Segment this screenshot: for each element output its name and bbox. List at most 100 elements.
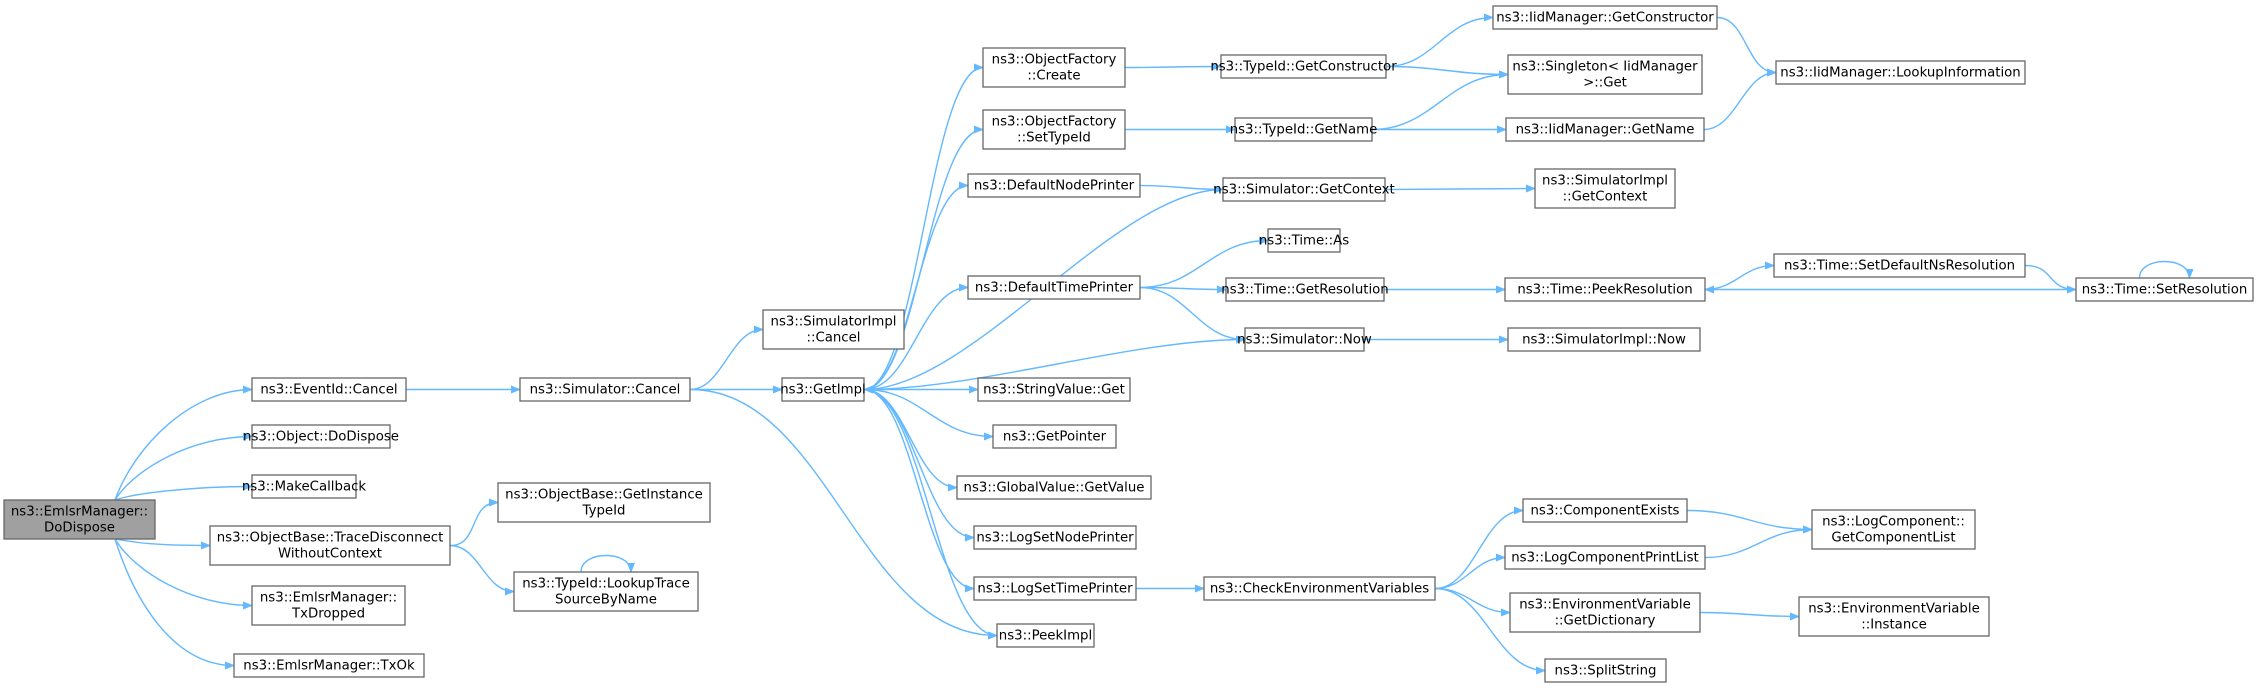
node-label: ns3::LogComponent::: [1822, 515, 1965, 530]
node-box[interactable]: [781, 377, 865, 402]
node-sim_cancel[interactable]: ns3::Simulator::Cancel: [519, 377, 691, 402]
edge-sim_cancel-to-peekimpl: [689, 388, 998, 640]
node-of_settypeid[interactable]: ns3::ObjectFactory::SetTypeId: [982, 109, 1126, 150]
node-box[interactable]: [973, 525, 1137, 550]
node-txok[interactable]: ns3::EmlsrManager::TxOk: [233, 653, 425, 678]
node-object_dodispose[interactable]: ns3::Object::DoDispose: [243, 424, 399, 449]
node-box[interactable]: [1504, 277, 1706, 302]
node-box[interactable]: [1220, 54, 1387, 79]
node-getimpl[interactable]: ns3::GetImpl: [780, 377, 866, 402]
edge-lookuptrace-to-lookuptrace: [580, 554, 635, 573]
node-iid_getconstructor[interactable]: ns3::IidManager::GetConstructor: [1492, 5, 1718, 30]
node-sim_getcontext[interactable]: ns3::Simulator::GetContext: [1213, 177, 1395, 202]
node-box[interactable]: [982, 109, 1126, 150]
node-txdropped[interactable]: ns3::EmlsrManager::TxDropped: [251, 585, 406, 626]
node-box[interactable]: [1534, 168, 1676, 209]
node-singleton_get[interactable]: ns3::Singleton< IidManager>::Get: [1507, 54, 1703, 95]
node-iid_lookupinformation[interactable]: ns3::IidManager::LookupInformation: [1775, 60, 2026, 85]
node-box[interactable]: [996, 623, 1095, 648]
node-time_getresolution[interactable]: ns3::Time::GetResolution: [1221, 277, 1389, 302]
node-box[interactable]: [1492, 5, 1718, 30]
node-box[interactable]: [1798, 596, 1990, 637]
node-box[interactable]: [967, 173, 1141, 198]
node-box[interactable]: [762, 309, 905, 350]
node-label: ::GetContext: [1563, 190, 1648, 205]
node-label: ns3::Time::As: [1259, 234, 1349, 249]
node-typeid_getname[interactable]: ns3::TypeId::GetName: [1230, 117, 1378, 142]
node-tracedisconnect[interactable]: ns3::ObjectBase::TraceDisconnectWithoutC…: [209, 525, 451, 566]
edge-defaulttimeprinter-to-time_getresolution: [1139, 285, 1227, 294]
node-time_setdefaultnsresolution[interactable]: ns3::Time::SetDefaultNsResolution: [1773, 253, 2026, 278]
node-stringvalue_get[interactable]: ns3::StringValue::Get: [977, 377, 1131, 402]
node-box[interactable]: [1509, 592, 1701, 633]
node-box[interactable]: [982, 47, 1126, 88]
edge-time_peekresolution-to-time_setdefaultnsresolution: [1704, 261, 1775, 291]
node-envvar_instance[interactable]: ns3::EnvironmentVariable::Instance: [1798, 596, 1990, 637]
node-box[interactable]: [209, 525, 451, 566]
node-envvar_getdictionary[interactable]: ns3::EnvironmentVariable::GetDictionary: [1509, 592, 1701, 633]
node-label: ns3::PeekImpl: [999, 629, 1092, 644]
node-box[interactable]: [1522, 498, 1688, 523]
node-box[interactable]: [251, 377, 407, 402]
node-getpointer[interactable]: ns3::GetPointer: [992, 424, 1117, 449]
node-box[interactable]: [251, 585, 406, 626]
node-time_setresolution[interactable]: ns3::Time::SetResolution: [2075, 277, 2254, 302]
node-box[interactable]: [1505, 117, 1705, 142]
node-makecallback[interactable]: ns3::MakeCallback: [242, 474, 367, 499]
node-box[interactable]: [513, 571, 699, 612]
node-simimpl_cancel[interactable]: ns3::SimulatorImpl::Cancel: [762, 309, 905, 350]
node-box[interactable]: [1222, 177, 1386, 202]
node-box[interactable]: [977, 377, 1131, 402]
node-box[interactable]: [1544, 658, 1667, 683]
node-eventid_cancel[interactable]: ns3::EventId::Cancel: [251, 377, 407, 402]
node-box[interactable]: [3, 499, 156, 540]
node-box[interactable]: [519, 377, 691, 402]
node-box[interactable]: [497, 482, 711, 523]
node-time_as[interactable]: ns3::Time::As: [1259, 228, 1349, 253]
node-box[interactable]: [956, 475, 1152, 500]
node-logcomponentprintlist[interactable]: ns3::LogComponentPrintList: [1504, 545, 1706, 570]
node-box[interactable]: [1507, 327, 1701, 352]
node-box[interactable]: [251, 424, 391, 449]
node-box[interactable]: [251, 474, 357, 499]
node-box[interactable]: [1773, 253, 2026, 278]
node-time_peekresolution[interactable]: ns3::Time::PeekResolution: [1504, 277, 1706, 302]
node-box[interactable]: [1225, 277, 1385, 302]
node-box[interactable]: [1504, 545, 1706, 570]
node-box[interactable]: [233, 653, 425, 678]
node-box[interactable]: [1244, 327, 1365, 352]
node-logsetnodeprinter[interactable]: ns3::LogSetNodePrinter: [973, 525, 1137, 550]
node-typeid_getconstructor[interactable]: ns3::TypeId::GetConstructor: [1210, 54, 1397, 79]
node-box[interactable]: [2075, 277, 2254, 302]
node-label: ns3::MakeCallback: [242, 480, 367, 495]
node-box[interactable]: [1203, 576, 1436, 601]
edge-sim_getcontext-to-simimpl_getcontext: [1384, 184, 1536, 193]
node-globalvalue_getvalue[interactable]: ns3::GlobalValue::GetValue: [956, 475, 1152, 500]
node-logcomponent_getcomponentlist[interactable]: ns3::LogComponent::GetComponentList: [1811, 509, 1976, 550]
node-box[interactable]: [992, 424, 1117, 449]
node-checkenv[interactable]: ns3::CheckEnvironmentVariables: [1203, 576, 1436, 601]
node-logsettimeprinter[interactable]: ns3::LogSetTimePrinter: [973, 576, 1137, 601]
node-box[interactable]: [967, 275, 1141, 300]
node-label: WithoutContext: [278, 547, 382, 562]
node-box[interactable]: [1267, 228, 1341, 253]
node-simimpl_now[interactable]: ns3::SimulatorImpl::Now: [1507, 327, 1701, 352]
node-box[interactable]: [1775, 60, 2026, 85]
node-defaulttimeprinter[interactable]: ns3::DefaultTimePrinter: [967, 275, 1141, 300]
node-label: ns3::Simulator::GetContext: [1213, 183, 1394, 198]
node-componentexists[interactable]: ns3::ComponentExists: [1522, 498, 1688, 523]
node-splitstring[interactable]: ns3::SplitString: [1544, 658, 1667, 683]
node-box[interactable]: [1811, 509, 1976, 550]
node-box[interactable]: [973, 576, 1137, 601]
node-root[interactable]: ns3::EmlsrManager::DoDispose: [3, 499, 156, 540]
node-peekimpl[interactable]: ns3::PeekImpl: [996, 623, 1095, 648]
node-box[interactable]: [1234, 117, 1373, 142]
node-box[interactable]: [1507, 54, 1703, 95]
node-iid_getname[interactable]: ns3::IidManager::GetName: [1505, 117, 1705, 142]
node-sim_now[interactable]: ns3::Simulator::Now: [1237, 327, 1372, 352]
node-defaultnodeprinter[interactable]: ns3::DefaultNodePrinter: [967, 173, 1141, 198]
node-simimpl_getcontext[interactable]: ns3::SimulatorImpl::GetContext: [1534, 168, 1676, 209]
node-of_create[interactable]: ns3::ObjectFactory::Create: [982, 47, 1126, 88]
